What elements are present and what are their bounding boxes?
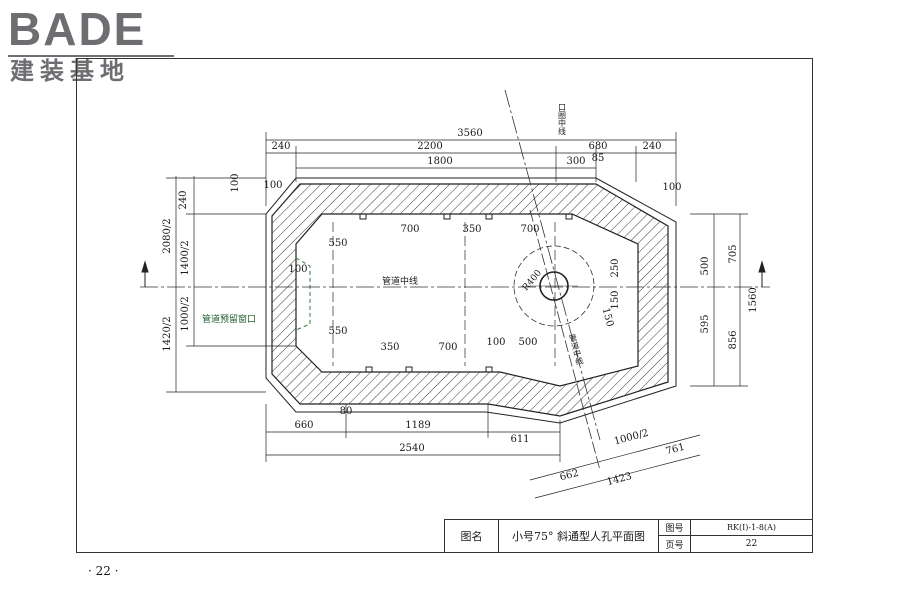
manhole-centerline: [504, 89, 601, 441]
page-label: 页号: [659, 536, 691, 552]
title-label: 图名: [445, 520, 499, 552]
dim-80: 80: [340, 406, 353, 417]
dim-662: 662: [559, 468, 580, 484]
dim-1423: 1423: [606, 471, 633, 488]
dim-1000-bottom: 1000/2: [613, 428, 650, 448]
dim-100-left: 100: [263, 180, 282, 191]
dim-660: 660: [294, 420, 313, 431]
page-value: 22: [745, 539, 758, 549]
dim-500-bottom: 500: [518, 337, 537, 348]
brand-name-cn: 建装基地: [10, 57, 130, 85]
dim-240-left: 240: [271, 141, 290, 152]
dim-2080: 2080/2: [162, 218, 173, 253]
reserved-window-outline: [295, 257, 311, 331]
dim-550-top: 550: [328, 238, 347, 249]
dim-2200: 2200: [417, 141, 442, 152]
manhole-radius-circle: [513, 245, 595, 327]
dim-700-bottom: 700: [438, 342, 457, 353]
brand-logo: BADE 建装基地: [8, 6, 178, 86]
dim-100-inner: 100: [288, 264, 307, 275]
dim-350-bottom: 350: [380, 342, 399, 353]
dim-240-side: 240: [178, 190, 189, 209]
dim-1420: 1420/2: [162, 316, 173, 351]
dim-2540: 2540: [399, 443, 424, 454]
wall-brackets: [359, 213, 573, 373]
dim-700-top-right: 700: [520, 224, 539, 235]
dim-150-b: 150: [600, 307, 616, 328]
dim-150-a: 150: [610, 290, 621, 309]
dim-680: 680: [588, 141, 607, 152]
dim-3560: 3560: [457, 128, 482, 139]
dim-100-side: 100: [230, 173, 241, 192]
chamber-interior: [295, 213, 639, 387]
dim-240-right: 240: [642, 141, 661, 152]
brand-name-en: BADE: [8, 3, 147, 55]
dim-700-top-left: 700: [400, 224, 419, 235]
logo-divider: [8, 55, 174, 57]
reserved-window-label: 管道预留窗口: [202, 313, 256, 325]
dim-611: 611: [510, 434, 529, 445]
drawing-no-label: 图号: [659, 520, 691, 536]
dimension-lines: [166, 132, 748, 499]
dim-300: 300: [566, 156, 585, 167]
drawing-title: 小号75° 斜通型人孔平面图: [499, 520, 659, 552]
dim-856: 856: [728, 330, 739, 349]
dim-350-top: 350: [462, 224, 481, 235]
dim-1189: 1189: [405, 420, 430, 431]
manhole-centerline-label: 口圈中线: [558, 103, 567, 135]
page-footer: · 22 ·: [88, 564, 119, 578]
dim-100-right: 100: [662, 182, 681, 193]
dim-595: 595: [700, 314, 711, 333]
dim-1800: 1800: [427, 156, 452, 167]
dim-85: 85: [592, 153, 605, 164]
dim-500-right: 500: [700, 256, 711, 275]
section-arrows: [141, 260, 766, 287]
drawing-no: RK(I)-1-8(A): [691, 520, 812, 536]
dim-550-bottom: 550: [328, 326, 347, 337]
dim-705: 705: [728, 244, 739, 263]
dim-1000-left: 1000/2: [180, 296, 191, 331]
outer-footing-outline: [265, 177, 677, 424]
dim-250: 250: [610, 258, 621, 277]
dim-1560: 1560: [748, 287, 759, 312]
dim-1400: 1400/2: [180, 240, 191, 275]
dim-100-bottom: 100: [486, 337, 505, 348]
duct-centerline-label: 管道中线: [382, 275, 418, 287]
dim-761: 761: [665, 442, 686, 458]
title-block: 图名 小号75° 斜通型人孔平面图 图号 RK(I)-1-8(A) 页号 22: [444, 519, 813, 553]
